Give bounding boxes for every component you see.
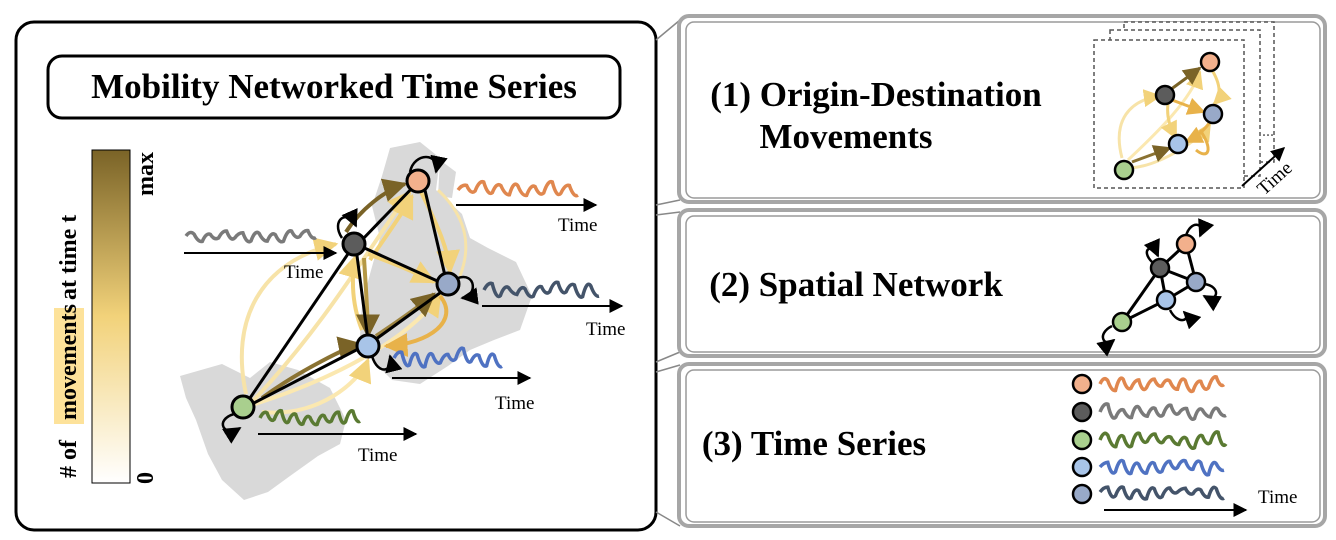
series-slate: [482, 280, 600, 299]
series-blue: [392, 346, 503, 369]
panel-spatial-network: (2) Spatial Network: [677, 208, 1327, 358]
panel-3-label: (3) Time Series: [702, 424, 926, 463]
colorbar-highlight: [54, 308, 84, 424]
self-loops: [221, 154, 479, 444]
node-orange: [405, 168, 431, 194]
panel-connectors: [655, 19, 681, 527]
node-light-blue: [355, 333, 381, 359]
time-axes: [184, 198, 624, 441]
time-label-blue: Time: [495, 393, 534, 414]
main-panel: [14, 20, 658, 532]
panel-1-label: (1) Origin-Destination: [710, 75, 1042, 114]
series-green: [258, 408, 361, 427]
panel-3-time-label: Time: [1258, 487, 1297, 508]
time-label-slate: Time: [586, 319, 625, 340]
time-label-orange: Time: [558, 215, 597, 236]
series-orange: [456, 179, 579, 198]
time-label-green: Time: [358, 445, 397, 466]
node-blue: [435, 271, 461, 297]
panel-1-label-line2: Movements: [759, 117, 932, 156]
panel-time-series: (3) Time Series Time: [677, 362, 1327, 528]
colorbar-label-suffix: at time t: [56, 215, 82, 300]
panel-od-movements: (1) Origin-Destination Movements ... Tim…: [677, 14, 1327, 204]
panel-2-label: (2) Spatial Network: [709, 265, 1003, 304]
colorbar-label-prefix: # of: [56, 439, 82, 478]
series-gray: [184, 228, 317, 244]
colorbar-label-highlight: movements: [56, 304, 82, 420]
colorbar: [91, 149, 131, 484]
colorbar-min-label: 0: [133, 472, 159, 484]
frame-ellipsis: ...: [1262, 123, 1274, 140]
colorbar-max-label: max: [133, 152, 159, 196]
node-green: [230, 394, 256, 420]
time-label-gray: Time: [284, 262, 323, 283]
main-title: Mobility Networked Time Series: [91, 67, 577, 106]
title-box: [46, 54, 622, 120]
colorbar-axis-label: # of movements at time t: [54, 215, 84, 478]
node-dark: [341, 231, 367, 257]
